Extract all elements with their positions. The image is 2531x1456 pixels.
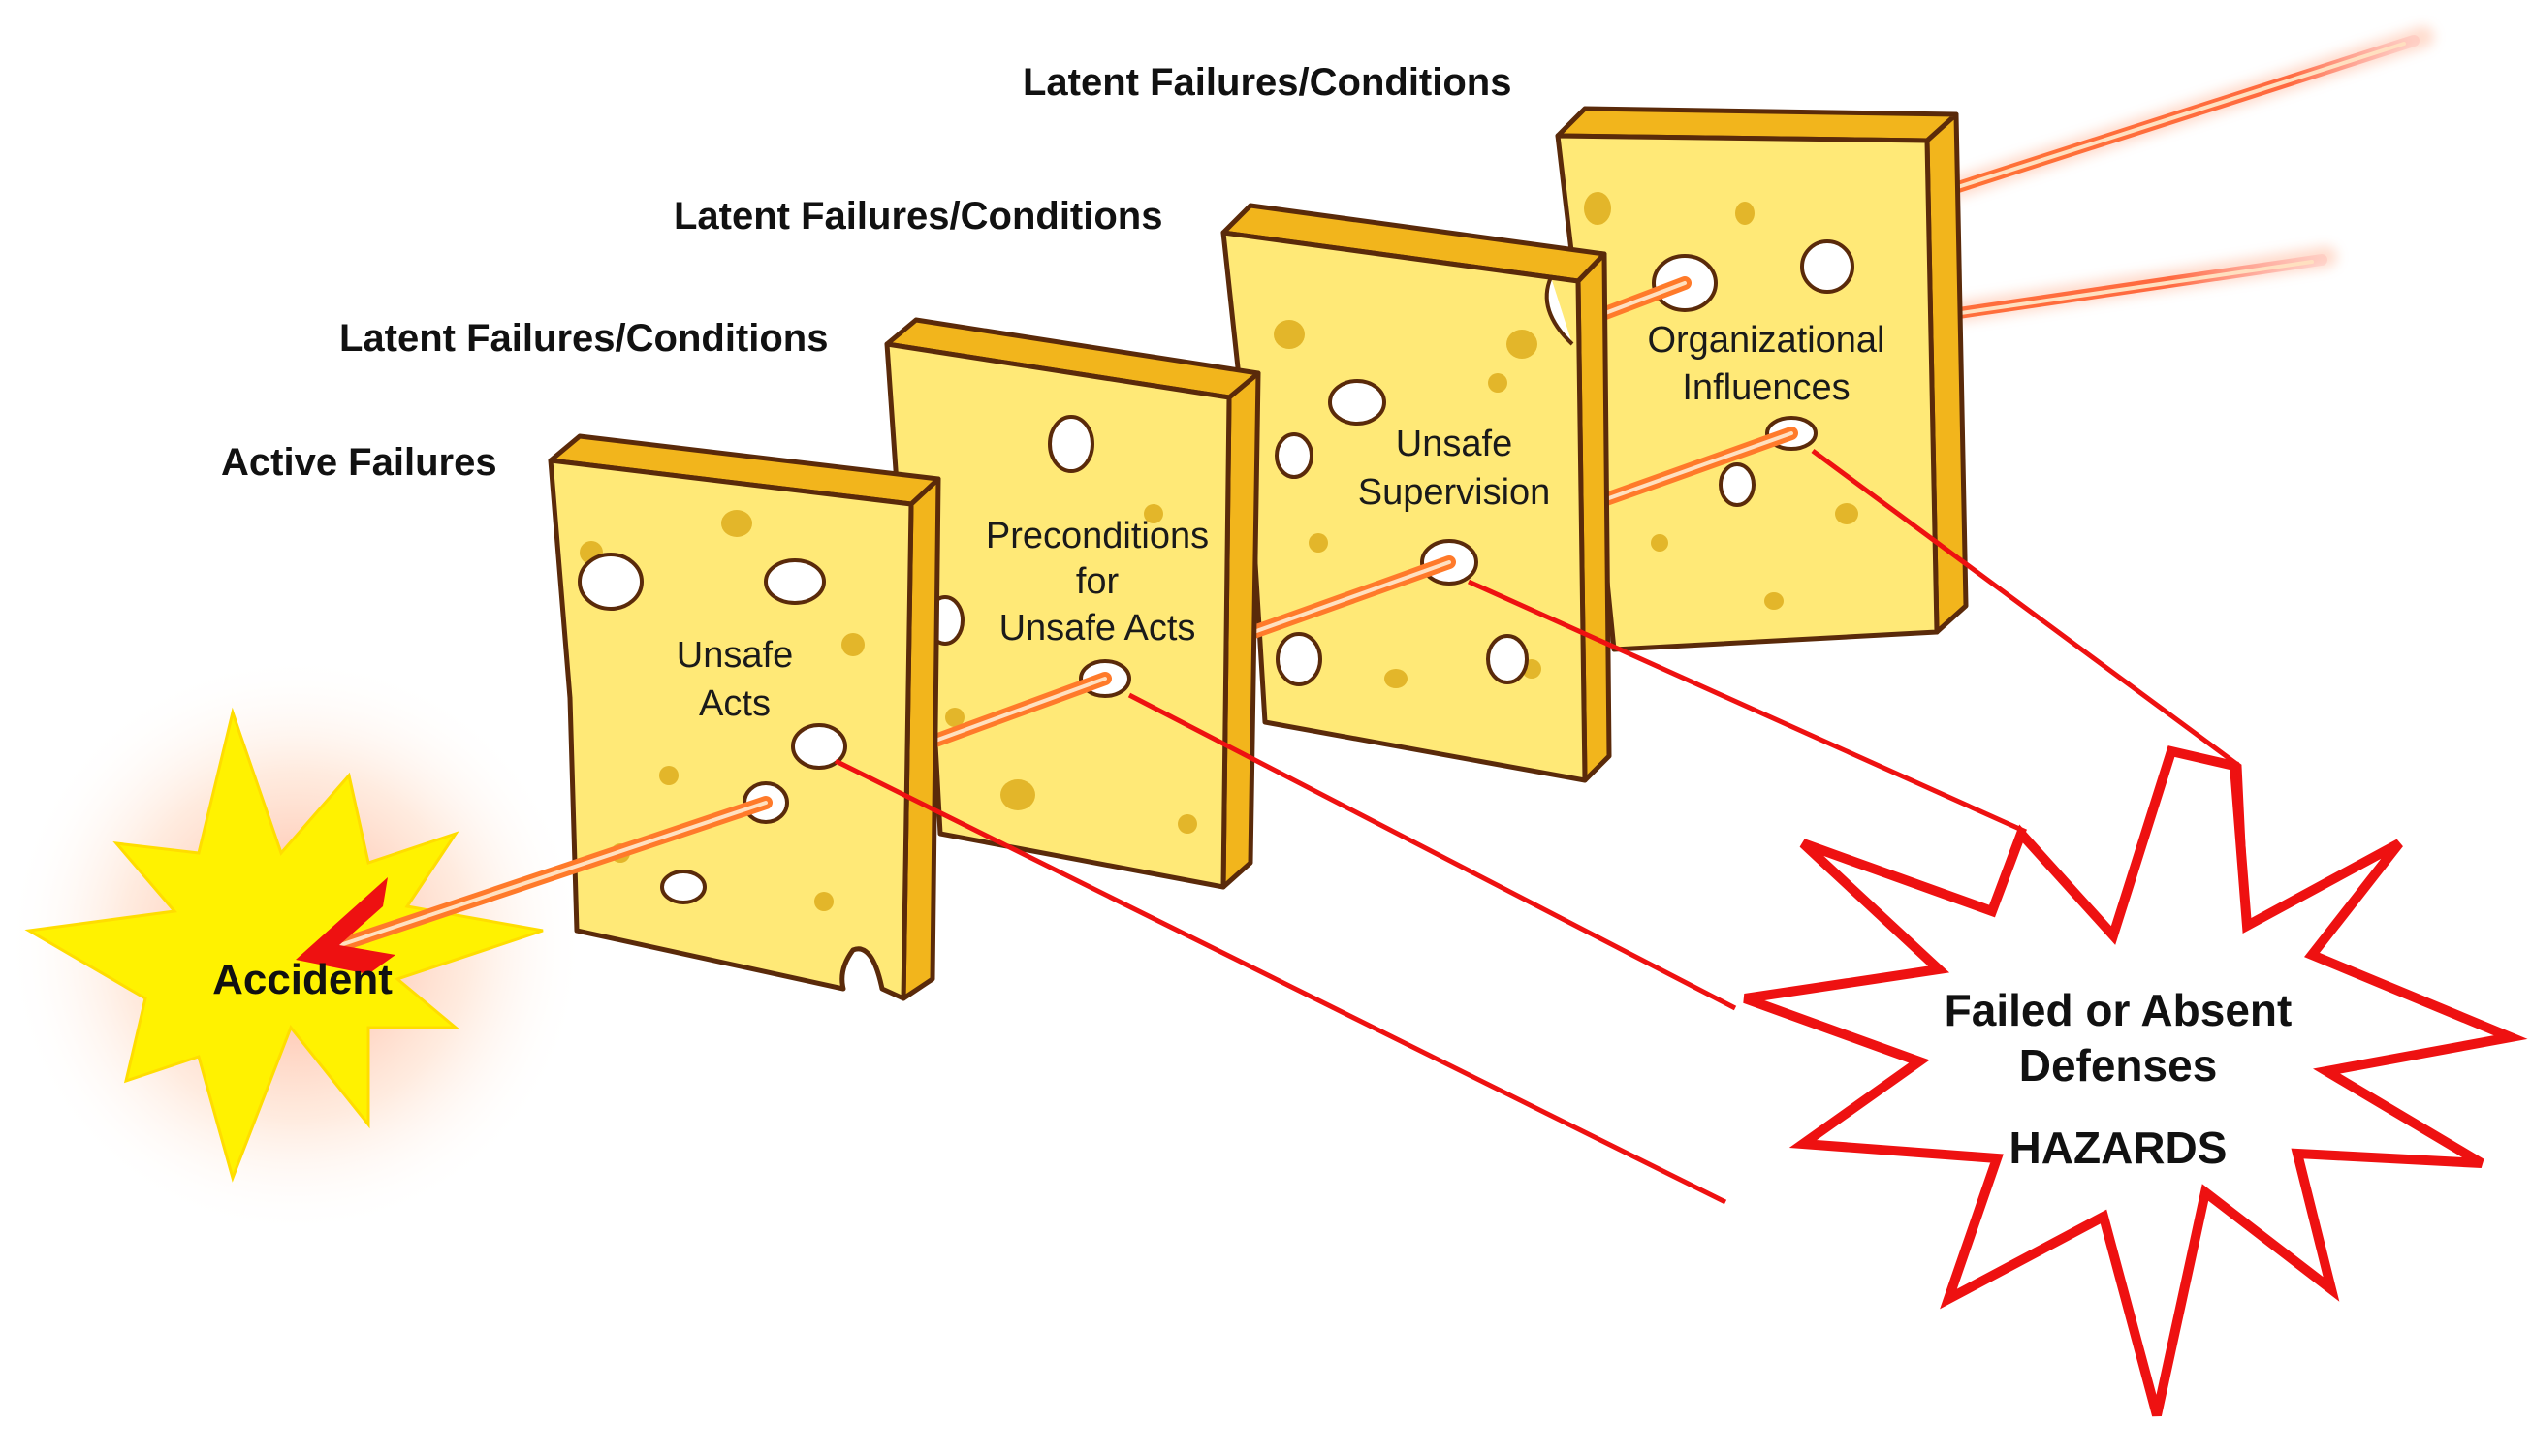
label-latent-low: Latent Failures/Conditions [339, 317, 828, 360]
slice-preconditions-line2: for [1076, 561, 1120, 602]
slice-preconditions: Preconditions for Unsafe Acts [884, 317, 1261, 890]
connector-unsafe-acts [834, 758, 1727, 1205]
slice-supervision-line1: Unsafe [1396, 424, 1512, 464]
accident-label: Accident [212, 956, 393, 1003]
accident-burst [24, 707, 544, 1183]
connector-organizational [1811, 448, 2250, 927]
slice-unsafe-acts-line2: Acts [699, 683, 771, 724]
beam-to-accident [296, 796, 773, 974]
slice-unsafe-acts: Unsafe Acts [548, 433, 941, 1001]
hazards-burst [1743, 745, 2528, 1417]
slice-preconditions-line3: Unsafe Acts [999, 608, 1196, 649]
slice-organizational-line1: Organizational [1647, 320, 1884, 361]
label-latent-mid: Latent Failures/Conditions [674, 195, 1162, 237]
connector-supervision [1467, 579, 2028, 835]
connector-preconditions [1127, 692, 1737, 1011]
slice-organizational-line2: Influences [1682, 367, 1850, 408]
slice-organizational: Organizational Influences [1555, 106, 1969, 652]
slice-supervision-line2: Supervision [1358, 472, 1551, 513]
hazard-connectors [834, 448, 2250, 1205]
accident-arrow-icon [296, 877, 395, 974]
hazards-line2: Defenses [2019, 1040, 2218, 1091]
slice-preconditions-line1: Preconditions [986, 516, 1209, 556]
label-active: Active Failures [221, 441, 497, 484]
label-latent-top: Latent Failures/Conditions [1023, 61, 1511, 104]
slice-supervision: Unsafe Supervision [1220, 203, 1612, 783]
hazards-line1: Failed or Absent [1945, 985, 2293, 1035]
slice-unsafe-acts-line1: Unsafe [677, 635, 793, 676]
hazards-line3: HAZARDS [2009, 1123, 2228, 1173]
